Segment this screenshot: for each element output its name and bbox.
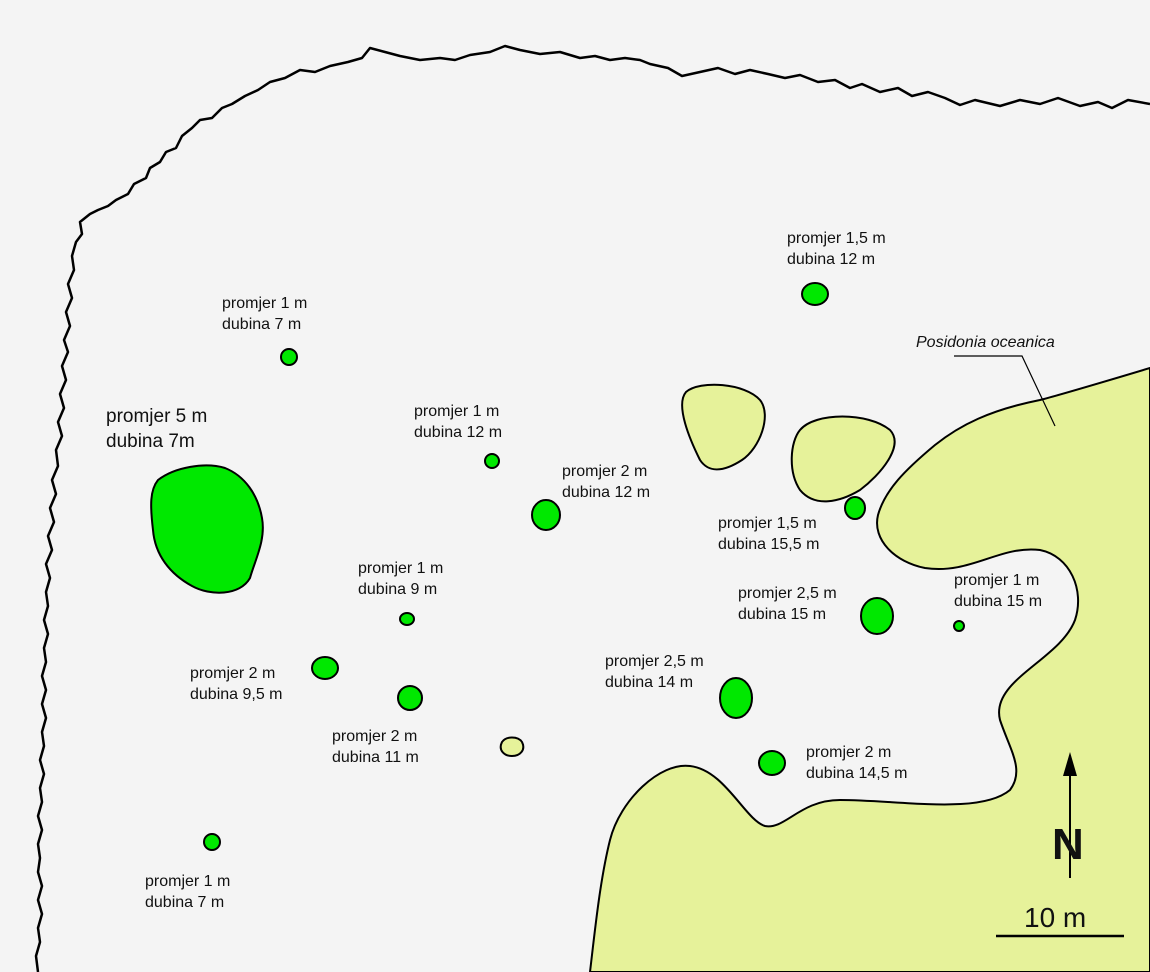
coastline: [34, 44, 1150, 972]
hole-diameter: promjer 5 m: [106, 406, 208, 427]
hole-label-11: promjer 2,5 m dubina 15 m: [738, 583, 837, 625]
hole-6: [311, 656, 339, 680]
hole-diameter: promjer 1 m: [358, 560, 444, 577]
hole-11: [860, 597, 894, 635]
hole-depth: dubina 12 m: [414, 424, 503, 441]
hole-diameter: promjer 2 m: [190, 665, 276, 682]
posidonia-patch-3: [499, 736, 525, 758]
hole-depth: dubina 15,5 m: [718, 536, 820, 553]
hole-depth: dubina 11 m: [332, 749, 419, 766]
hole-label-3: promjer 1 m dubina 12 m: [414, 401, 502, 443]
hole-diameter: promjer 2 m: [562, 463, 648, 480]
hole-label-12: promjer 1 m dubina 15 m: [954, 570, 1042, 612]
hole-label-14: promjer 2 m dubina 14,5 m: [806, 742, 907, 784]
hole-4: [531, 499, 561, 531]
hole-3: [484, 453, 500, 469]
posidonia-leader-line: [954, 355, 1056, 427]
hole-depth: dubina 12 m: [562, 484, 651, 501]
hole-label-7: promjer 2 m dubina 11 m: [332, 726, 419, 768]
hole-9: [801, 282, 829, 306]
hole-label-10: promjer 1,5 m dubina 15,5 m: [718, 513, 819, 555]
hole-label-4: promjer 2 m dubina 12 m: [562, 461, 650, 503]
hole-diameter: promjer 1 m: [145, 873, 231, 890]
hole-diameter: promjer 1,5 m: [718, 515, 817, 532]
scale-label: 10 m: [1024, 902, 1087, 933]
north-arrow-icon: [1063, 752, 1077, 776]
hole-10: [844, 496, 866, 520]
hole-12: [953, 620, 965, 632]
posidonia-patch-1: [681, 383, 766, 471]
hole-diameter: promjer 2 m: [332, 728, 418, 745]
posidonia-patch-2: [790, 415, 896, 503]
hole-depth: dubina 15 m: [738, 606, 827, 623]
hole-label-6: promjer 2 m dubina 9,5 m: [190, 663, 283, 705]
hole-diameter: promjer 1,5 m: [787, 230, 886, 247]
hole-7: [397, 685, 423, 711]
hole-depth: dubina 9 m: [358, 581, 438, 598]
hole-label-5: promjer 1 m dubina 9 m: [358, 558, 443, 600]
posidonia-area-east: [588, 366, 1150, 972]
north-label: N: [1052, 820, 1084, 869]
hole-14: [758, 750, 786, 776]
hole-8: [203, 833, 221, 851]
hole-depth: dubina 14,5 m: [806, 765, 908, 782]
hole-label-8: promjer 1 m dubina 7 m: [145, 871, 230, 913]
hole-label-1: promjer 5 m dubina 7m: [106, 404, 207, 454]
hole-5: [399, 612, 415, 626]
posidonia-label: Posidonia oceanica: [916, 334, 1055, 351]
hole-depth: dubina 7m: [106, 431, 195, 452]
hole-diameter: promjer 1 m: [222, 295, 308, 312]
hole-diameter: promjer 2 m: [806, 744, 892, 761]
hole-depth: dubina 12 m: [787, 251, 876, 268]
hole-diameter: promjer 2,5 m: [738, 585, 837, 602]
hole-label-13: promjer 2,5 m dubina 14 m: [605, 651, 704, 693]
hole-2: [280, 348, 298, 366]
hole-13: [719, 677, 753, 719]
hole-diameter: promjer 1 m: [414, 403, 500, 420]
hole-1: [150, 464, 264, 594]
hole-depth: dubina 9,5 m: [190, 686, 283, 703]
hole-depth: dubina 7 m: [222, 316, 302, 333]
hole-depth: dubina 15 m: [954, 593, 1043, 610]
hole-label-2: promjer 1 m dubina 7 m: [222, 293, 307, 335]
hole-depth: dubina 14 m: [605, 674, 694, 691]
hole-diameter: promjer 2,5 m: [605, 653, 704, 670]
hole-depth: dubina 7 m: [145, 894, 225, 911]
hole-label-9: promjer 1,5 m dubina 12 m: [787, 228, 886, 270]
hole-diameter: promjer 1 m: [954, 572, 1040, 589]
